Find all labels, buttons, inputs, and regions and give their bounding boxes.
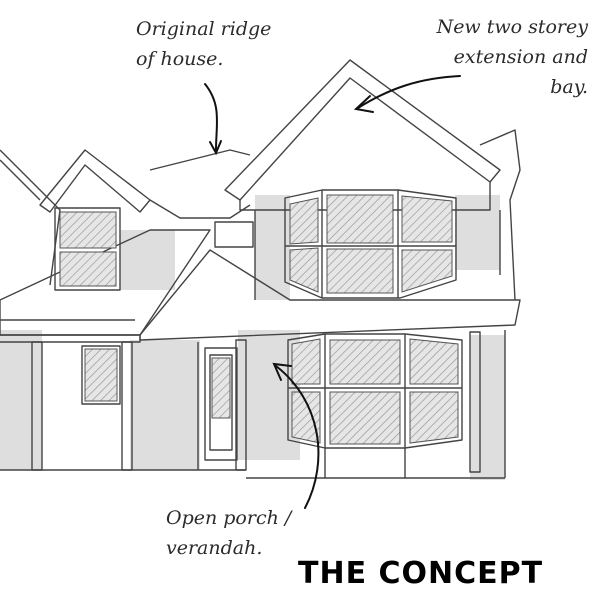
house-outline <box>0 59 521 479</box>
extension-annotation-line-1: New two storey <box>436 16 588 38</box>
extension-annotation-line-2: extension and <box>453 46 588 68</box>
bay-lower-window <box>329 339 401 385</box>
porch-annotation-line-1: Open porch / <box>166 507 292 529</box>
porch-arrow <box>275 365 320 509</box>
porch-annotation: Open porch / verandah. <box>166 503 291 563</box>
ground-left-window <box>84 348 118 402</box>
extension-arrow <box>357 75 461 109</box>
extension-annotation: New two storey extension and bay. <box>437 12 588 102</box>
windows-glass <box>59 194 459 445</box>
extension-annotation-line-3: bay. <box>550 76 588 98</box>
annotation-arrows <box>204 75 461 509</box>
porch-annotation-line-2: verandah. <box>166 537 263 559</box>
bay-upper-window <box>326 194 394 244</box>
ridge-annotation-line-2: of house. <box>136 48 224 70</box>
ridge-arrow <box>204 83 219 151</box>
ridge-annotation: Original ridge of house. <box>136 14 271 74</box>
concept-title: THE CONCEPT <box>298 556 544 591</box>
wall-shadows <box>0 195 505 480</box>
door-glass <box>211 357 231 419</box>
dormer-window <box>59 211 117 249</box>
ridge-annotation-line-1: Original ridge <box>136 18 272 40</box>
